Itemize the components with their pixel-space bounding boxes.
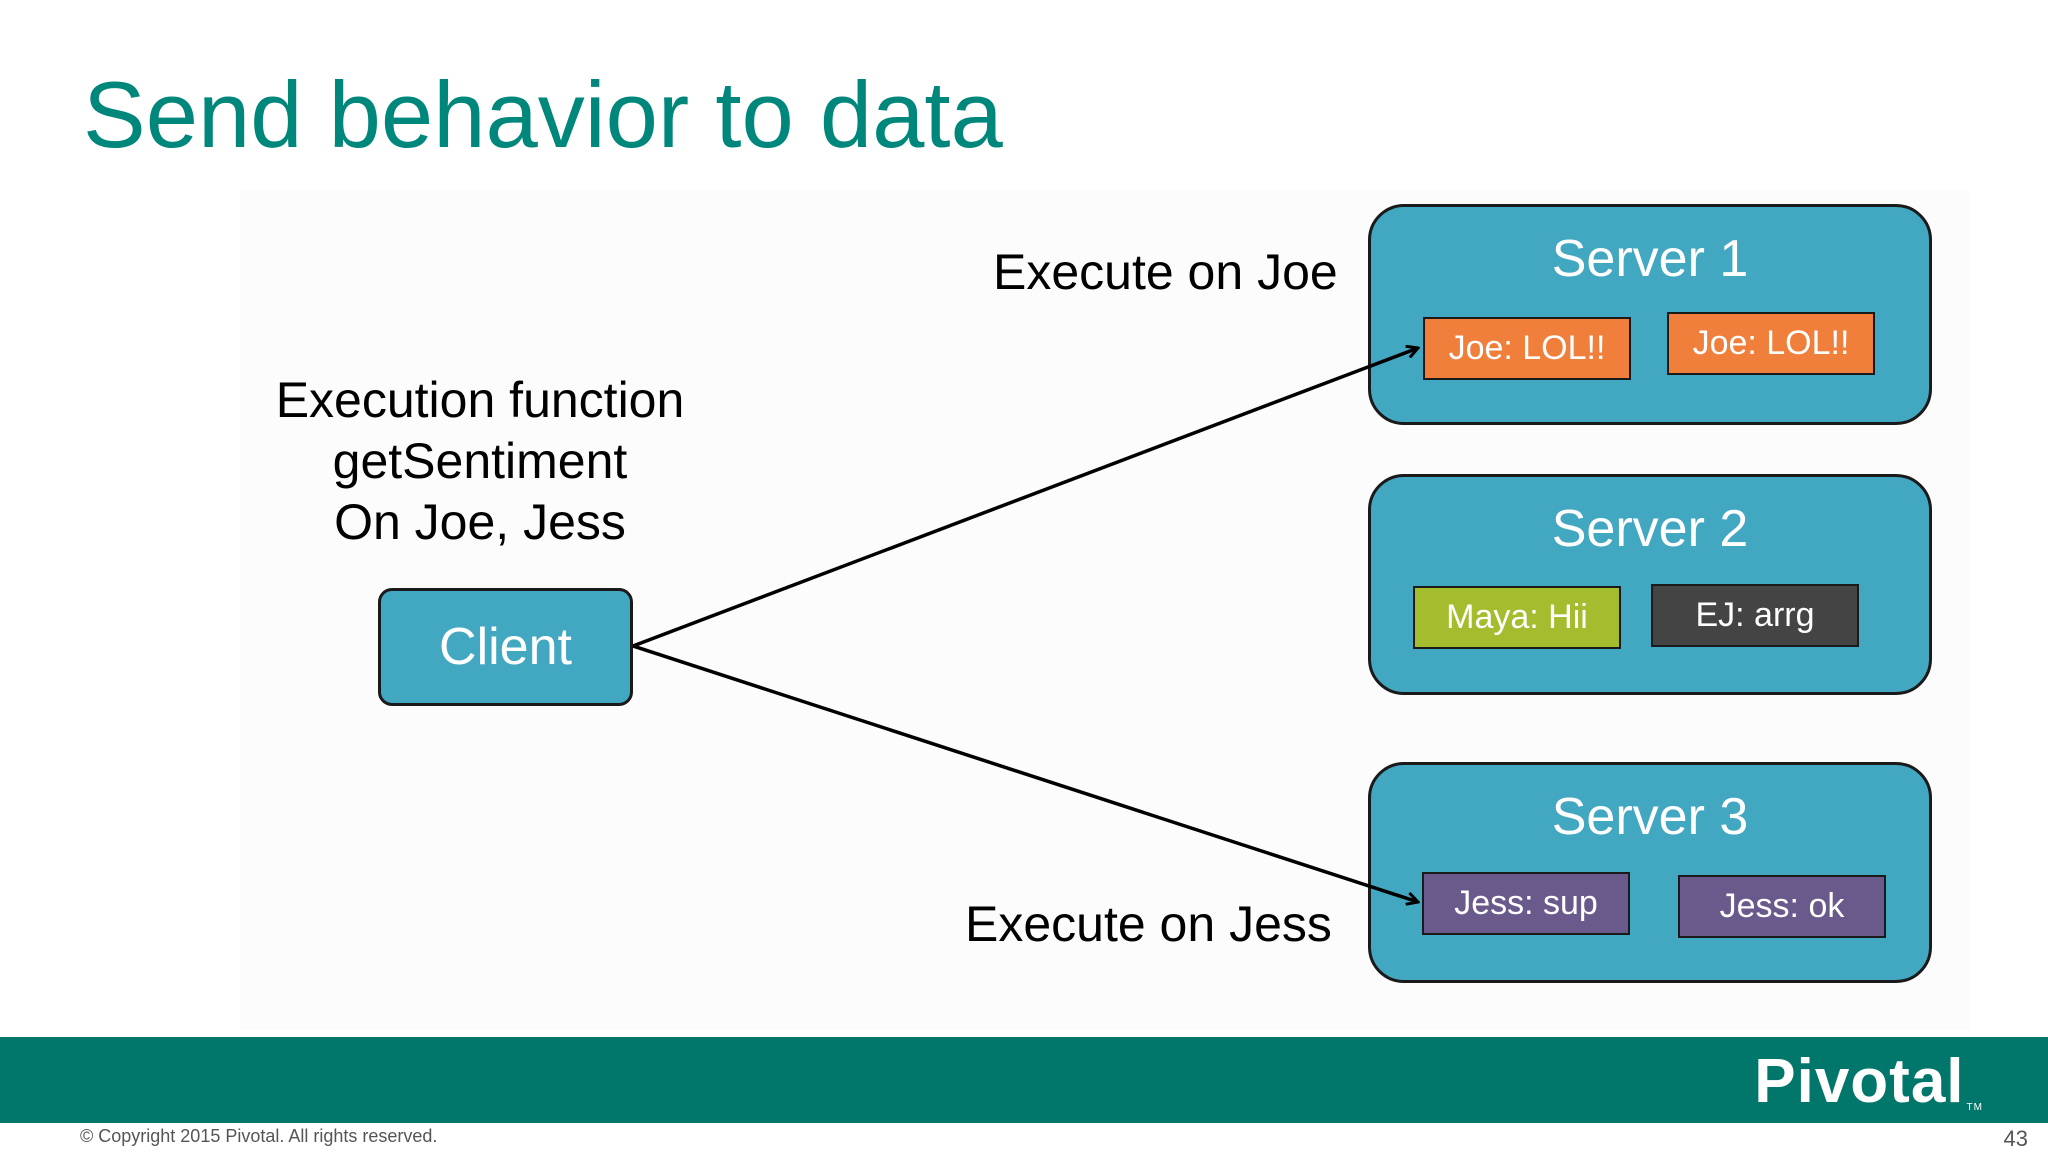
execution-description: Execution function getSentiment On Joe, … xyxy=(270,370,690,553)
arrow-label-execute-on-jess: Execute on Jess xyxy=(965,896,1332,952)
chip-label: EJ: arrg xyxy=(1695,596,1815,634)
server-1-box: Server 1 Joe: LOL!! Joe: LOL!! xyxy=(1368,204,1932,425)
execution-line-1: Execution function xyxy=(275,372,685,428)
server-2-title: Server 2 xyxy=(1551,500,1749,558)
client-label: Client xyxy=(439,618,572,676)
client-box: Client xyxy=(378,588,633,706)
execution-line-3: On Joe, Jess xyxy=(334,494,626,550)
server-2-chip-1: Maya: Hii xyxy=(1413,586,1621,649)
server-3-title: Server 3 xyxy=(1551,788,1749,846)
page-number: 43 xyxy=(2003,1126,2028,1151)
logo-tm: TM xyxy=(1966,1102,1983,1113)
arrow-label-execute-on-joe: Execute on Joe xyxy=(993,244,1338,300)
chip-label: Jess: ok xyxy=(1719,887,1845,925)
server-2-chip-2: EJ: arrg xyxy=(1651,584,1859,647)
chip-label: Jess: sup xyxy=(1454,884,1598,922)
arrow-to-server-1 xyxy=(632,348,1418,648)
chip-label: Maya: Hii xyxy=(1446,598,1588,636)
logo-text: Pivotal xyxy=(1754,1047,1965,1116)
server-1-title: Server 1 xyxy=(1551,230,1749,288)
server-1-chip-2: Joe: LOL!! xyxy=(1667,312,1875,375)
server-3-chip-2: Jess: ok xyxy=(1678,875,1886,938)
chip-label: Joe: LOL!! xyxy=(1448,329,1606,367)
arrow-to-server-3 xyxy=(632,644,1418,902)
slide-title: Send behavior to data xyxy=(83,62,1003,167)
server-3-box: Server 3 Jess: sup Jess: ok xyxy=(1368,762,1932,983)
server-3-chip-1: Jess: sup xyxy=(1422,872,1630,935)
execution-line-2: getSentiment xyxy=(332,433,628,489)
server-1-chip-1: Joe: LOL!! xyxy=(1423,317,1631,380)
server-2-box: Server 2 Maya: Hii EJ: arrg xyxy=(1368,474,1932,695)
copyright-text: © Copyright 2015 Pivotal. All rights res… xyxy=(80,1126,438,1146)
chip-label: Joe: LOL!! xyxy=(1692,324,1850,362)
